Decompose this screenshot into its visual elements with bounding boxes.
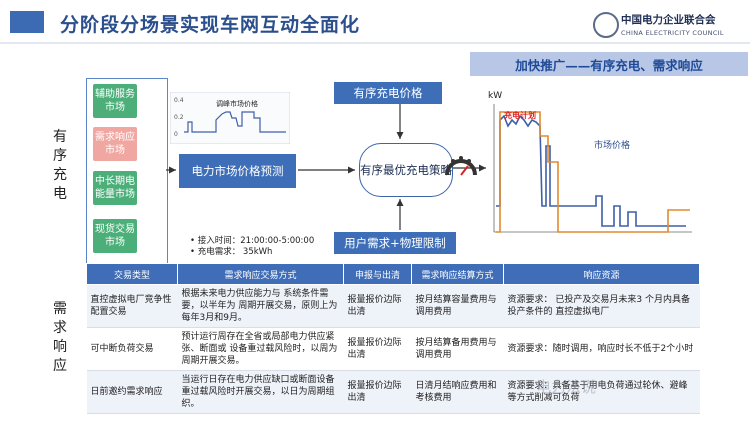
mini-chart-label: 调峰市场价格 <box>216 99 258 108</box>
cell-resources: 资源要求： 已投产及交易月未来3 个月内具备投产条件的 直控虚拟电厂 <box>503 284 700 328</box>
th-resources: 响应资源 <box>503 263 700 285</box>
page-title: 分阶段分场景实现车网互动全面化 <box>60 14 361 36</box>
title-accent-bar <box>10 11 44 33</box>
note-charge-demand: • 充电需求： 35kWh <box>190 247 273 257</box>
watermark-text: 电力法说 <box>536 378 597 396</box>
mini-price-line <box>184 111 286 133</box>
cell-resources: 资源要求：具备基于用电负荷通过轮休、避峰等方式削减可负荷 <box>503 370 700 414</box>
label-demand-response: 需求响应 <box>53 301 67 374</box>
cell-trade-method: 当运行日存在电力供应缺口或断面设备重过载风险时开展交易，以日为周期组织。 <box>177 370 344 414</box>
box-optimal-strategy: 有序最优充电策略 <box>359 143 453 197</box>
th-trade-type: 交易类型 <box>86 263 178 285</box>
tile-medium-long-term-market: 中长期电能量市场 <box>93 171 137 205</box>
tile-demand-response-market: 需求响应市场 <box>93 127 137 161</box>
tile-spot-trading-market: 现货交易市场 <box>93 219 137 253</box>
header-divider <box>0 42 750 44</box>
council-logo: 中国电力企业联合会 CHINA ELECTRICITY COUNCIL <box>593 10 743 44</box>
cell-trade-type: 可中断负荷交易 <box>86 327 178 371</box>
label-ordered-charging: 有序充电 <box>53 129 67 202</box>
box-price-forecast: 电力市场价格预测 <box>179 154 296 188</box>
th-settlement: 需求响应结算方式 <box>411 263 504 285</box>
charging-plan-chart: kW 充电计划 市场价格 <box>488 91 692 233</box>
mini-tick-2: 0 <box>174 131 178 138</box>
cell-settlement: 日清月结响应费用和考核费用 <box>411 370 504 414</box>
mini-tick-1: 0.2 <box>174 114 184 121</box>
cell-settlement: 按月结算备用费用与调用费用 <box>411 327 504 371</box>
table-row: 可中断负荷交易 预计运行周存在全省或局部电力供应紧张、断面或 设备重过载风险时，… <box>86 327 700 371</box>
cell-declaration: 报量报价边际出清 <box>343 370 412 414</box>
demand-response-table: 交易类型 需求响应交易方式 申报与出清 需求响应结算方式 响应资源 直控虚拟电厂… <box>86 263 700 414</box>
tile-ancillary-service-market: 辅助服务市场 <box>93 84 137 118</box>
box-ordered-charging-price: 有序充电价格 <box>334 82 442 104</box>
chart-unit: kW <box>488 91 502 101</box>
section-banner: 加快推广——有序充电、需求响应 <box>470 52 748 76</box>
cell-trade-method: 预计运行周存在全省或局部电力供应紧张、断面或 设备重过载风险时，以周为周期开展交… <box>177 327 344 371</box>
logo-emblem-icon <box>593 12 619 38</box>
table-row: 日前邀约需求响应 当运行日存在电力供应缺口或断面设备重过载风险时开展交易，以日为… <box>86 370 700 414</box>
cell-trade-type: 日前邀约需求响应 <box>86 370 178 414</box>
gauge-icon <box>445 156 477 176</box>
cell-declaration: 报量报价边际出清 <box>343 327 412 371</box>
th-declaration: 申报与出清 <box>343 263 412 285</box>
mini-chart-frame <box>170 92 290 144</box>
table-row: 直控虚拟电厂竞争性配置交易 根据未来电力供应能力与 系统条件需要，以半年为 周期… <box>86 284 700 328</box>
cell-trade-method: 根据未来电力供应能力与 系统条件需要，以半年为 周期开展交易，原则上为每年3月和… <box>177 284 344 328</box>
cell-resources: 资源要求：随时调用，响应时长不低于2个小时 <box>503 327 700 371</box>
charge-plan-label: 充电计划 <box>504 110 536 120</box>
cell-declaration: 报量报价边际出清 <box>343 284 412 328</box>
market-price-label: 市场价格 <box>594 139 630 151</box>
peak-regulation-price-chart: 0.4 0.2 0 调峰市场价格 <box>170 92 290 144</box>
th-trade-method: 需求响应交易方式 <box>177 263 344 285</box>
logo-name-cn: 中国电力企业联合会 <box>621 14 716 26</box>
box-user-demand: 用户需求+物理限制 <box>334 232 456 254</box>
cell-trade-type: 直控虚拟电厂竞争性配置交易 <box>86 284 178 328</box>
note-access-time: • 接入时间：21:00:00-5:00:00 <box>190 236 315 246</box>
logo-name-en: CHINA ELECTRICITY COUNCIL <box>621 29 724 37</box>
cell-settlement: 按月结算容量费用与调用费用 <box>411 284 504 328</box>
mini-tick-0: 0.4 <box>174 97 184 104</box>
market-price-line <box>496 114 686 227</box>
table-header-row: 交易类型 需求响应交易方式 申报与出清 需求响应结算方式 响应资源 <box>86 263 700 285</box>
charge-plan-line <box>496 111 690 233</box>
